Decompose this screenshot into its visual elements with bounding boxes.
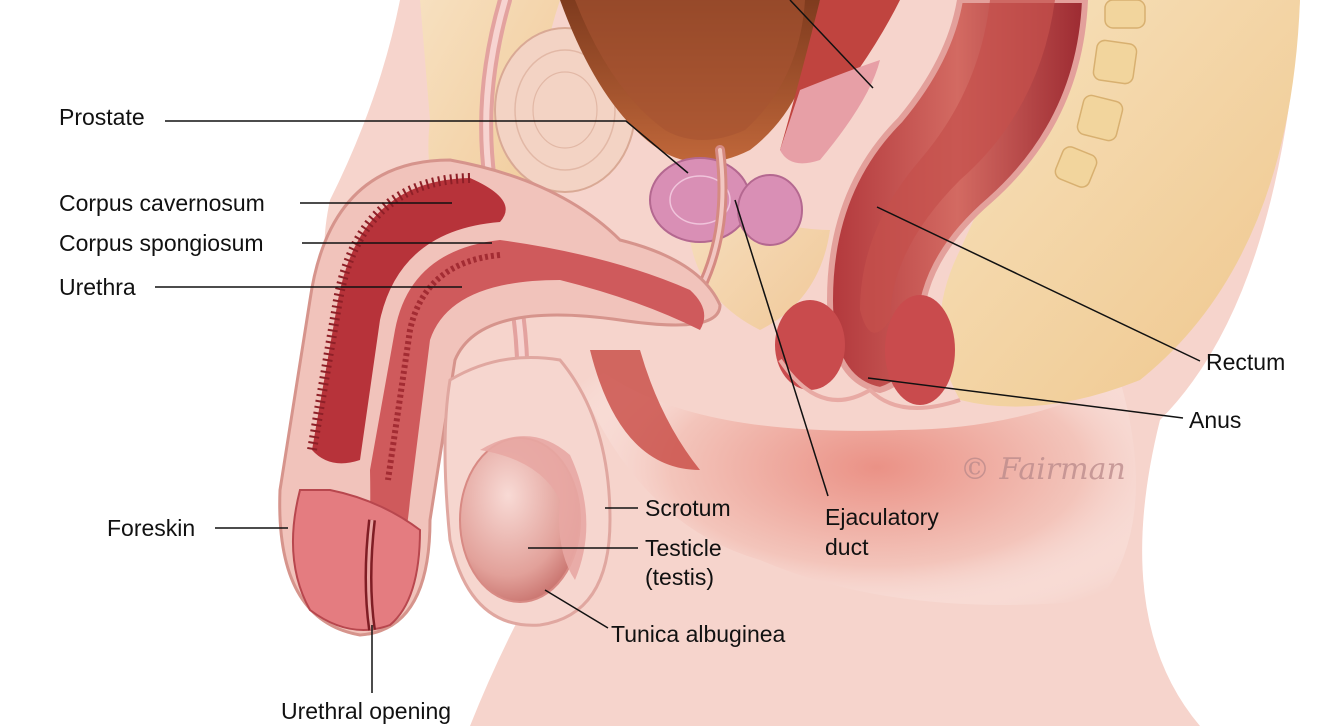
leader-tunica-albuginea	[544, 589, 609, 629]
coccyx	[1054, 0, 1146, 188]
leader-rectum	[876, 206, 1201, 362]
label-foreskin: Foreskin	[107, 515, 196, 541]
label-duct: duct	[825, 534, 869, 560]
label-scrotum: Scrotum	[645, 495, 731, 521]
penis	[278, 158, 722, 637]
leader-ejaculatory-duct	[734, 199, 829, 497]
bladder	[560, 0, 820, 163]
leader-lines	[155, 0, 1201, 693]
label-ejaculatory: Ejaculatory	[825, 504, 939, 530]
leader-anus	[867, 377, 1184, 419]
anal-sphincter	[775, 295, 961, 410]
scrotum	[443, 356, 612, 627]
label-prostate: Prostate	[59, 104, 145, 130]
label-urethra: Urethra	[59, 274, 136, 300]
label-rectum: Rectum	[1206, 349, 1286, 375]
label-testis: (testis)	[645, 564, 714, 590]
rectum	[826, 0, 1089, 394]
label-tunica-albuginea: Tunica albuginea	[611, 621, 786, 647]
label-anus: Anus	[1189, 407, 1242, 433]
label-urethral-opening: Urethral opening	[281, 698, 452, 724]
artist-signature: © Fairman	[960, 452, 1126, 487]
label-corpus-cavernosum: Corpus cavernosum	[59, 190, 265, 216]
seminal-vesicle	[780, 0, 900, 164]
label-corpus-spongiosum: Corpus spongiosum	[59, 230, 264, 256]
label-testicle: Testicle	[645, 535, 722, 561]
leader-prostate	[165, 120, 689, 174]
leader-vesicle-top	[789, 0, 874, 89]
